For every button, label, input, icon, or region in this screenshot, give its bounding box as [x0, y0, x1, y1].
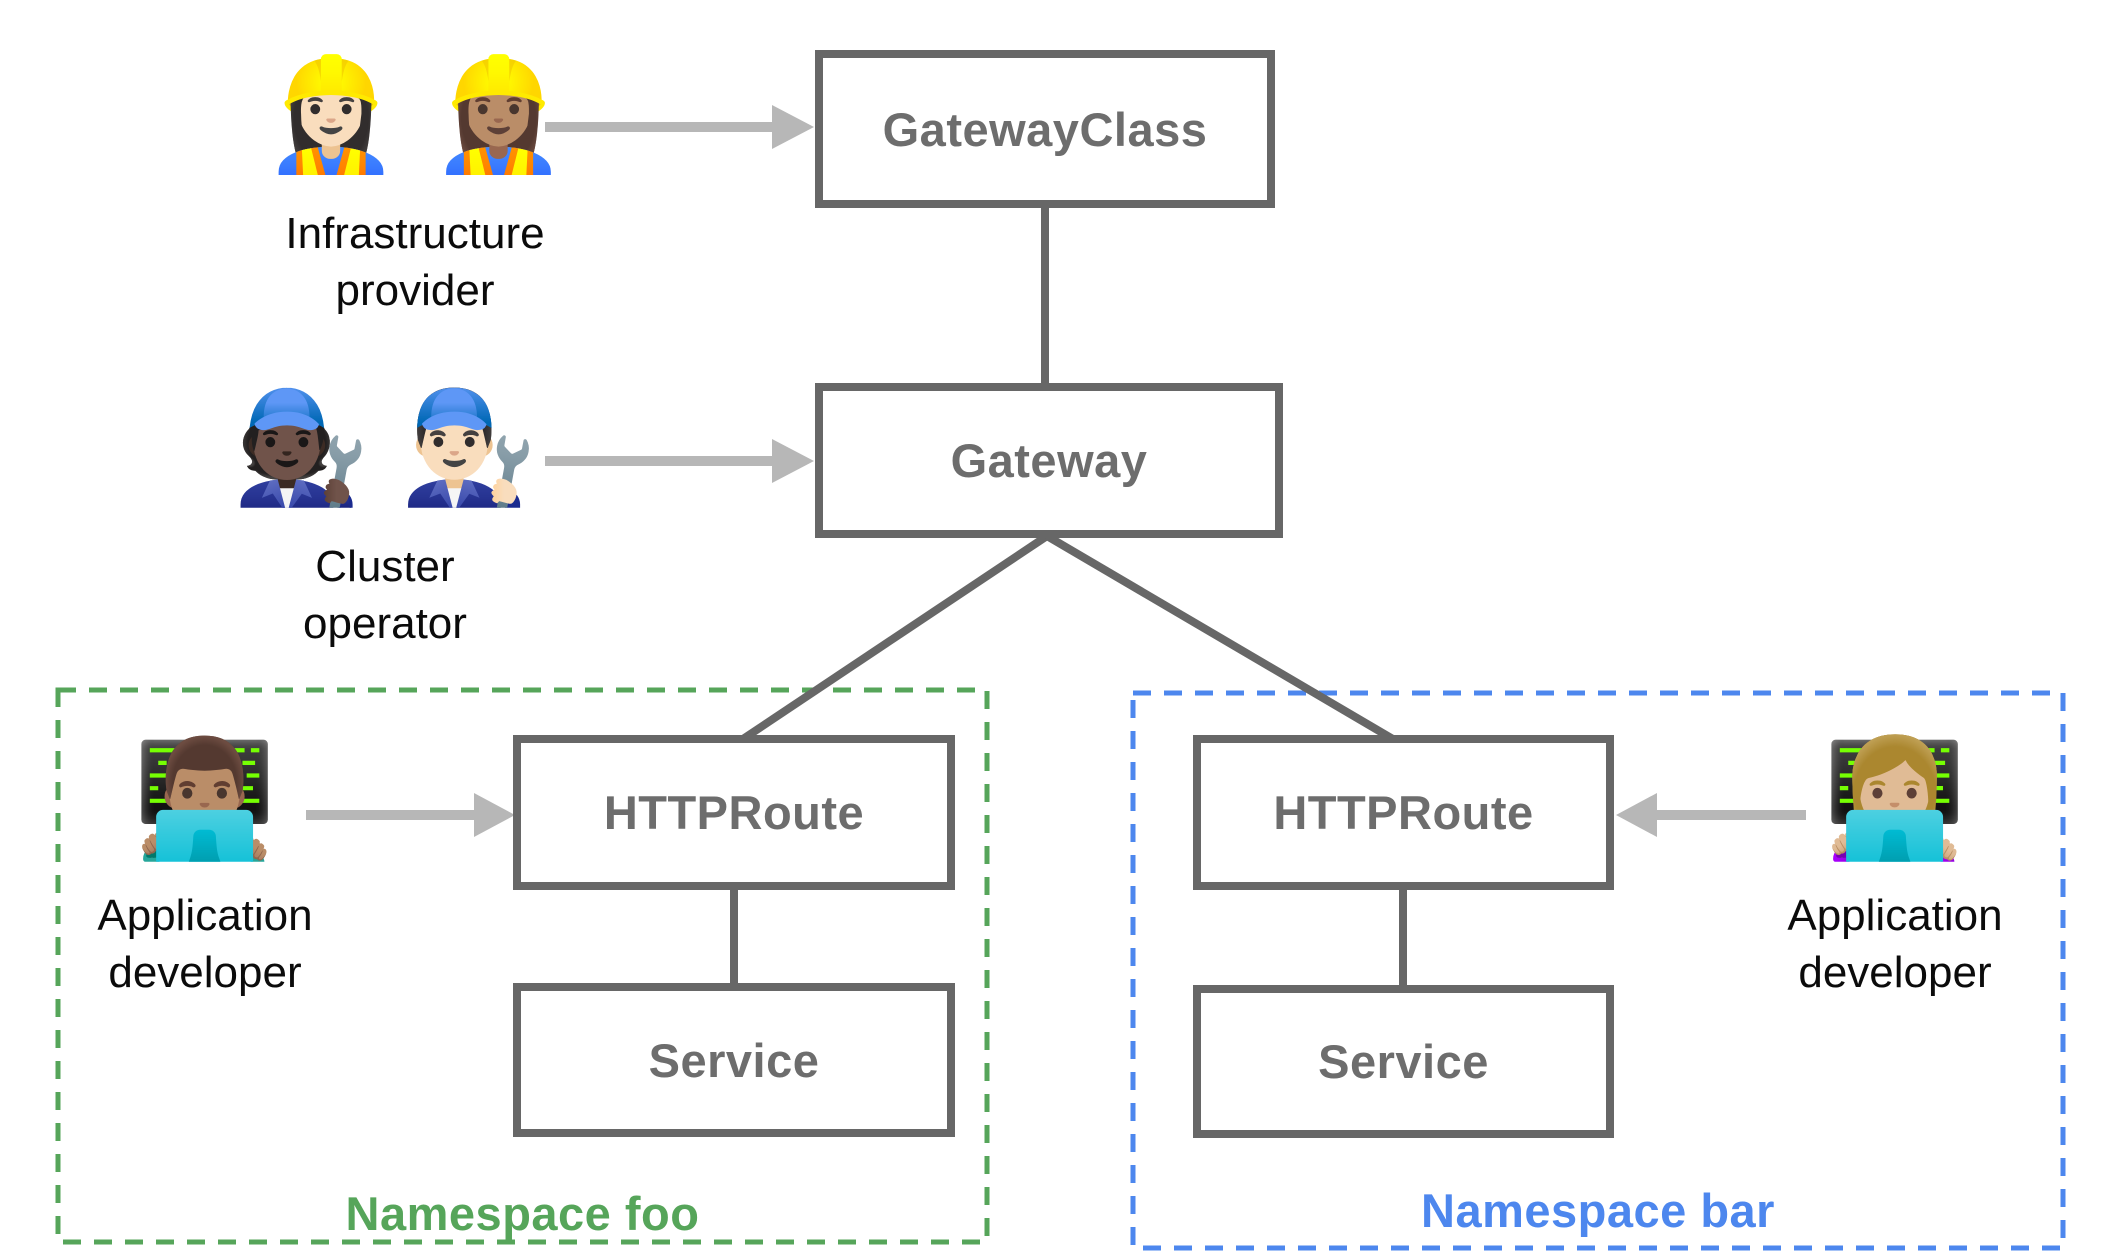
- edge-gateway-httproute-bar: [1044, 532, 1406, 749]
- service-foo-label: Service: [648, 1033, 820, 1087]
- app-developer-foo-label: Application developer: [97, 887, 312, 1001]
- cluster-operator-label: Cluster operator: [303, 538, 467, 652]
- gateway-node: Gateway: [815, 383, 1283, 538]
- namespace-foo-label: Namespace foo: [345, 1187, 700, 1240]
- infrastructure-provider-label-line1: Infrastructure: [285, 209, 545, 258]
- service-bar-node: Service: [1193, 985, 1614, 1138]
- gatewayclass-node: GatewayClass: [815, 50, 1275, 208]
- cluster-operator-label-line1: Cluster: [315, 542, 455, 591]
- service-foo-node: Service: [513, 983, 955, 1137]
- persona-cluster-operator: 🧑🏿‍🔧 👨🏻‍🔧 Cluster operator: [135, 378, 635, 652]
- persona-infrastructure-provider: 👷🏻‍♀️ 👷🏽‍♀️ Infrastructure provider: [165, 45, 665, 319]
- persona-arrows: [306, 105, 1806, 837]
- httproute-foo-label: HTTPRoute: [603, 786, 865, 839]
- cluster-operator-label-line2: operator: [303, 599, 467, 649]
- arrow-app-developer-to-httproute-foo: [306, 793, 515, 837]
- man-technologist-icon: 👨🏽‍💻: [133, 735, 277, 863]
- gatewayclass-label: GatewayClass: [882, 102, 1208, 156]
- app-developer-foo-label-line1: Application: [97, 891, 313, 940]
- app-developer-bar-label: Application developer: [1787, 887, 2002, 1001]
- woman-technologist-icon: 👩🏼‍💻: [1823, 735, 1967, 863]
- httproute-foo-node: HTTPRoute: [513, 735, 955, 890]
- hierarchy-connectors: [730, 205, 1407, 990]
- persona-app-developer-bar: 👩🏼‍💻 Application developer: [1715, 732, 2075, 1001]
- service-bar-label: Service: [1318, 1035, 1489, 1088]
- infrastructure-provider-label: Infrastructure provider: [285, 205, 544, 319]
- httproute-bar-node: HTTPRoute: [1193, 735, 1614, 890]
- httproute-bar-label: HTTPRoute: [1273, 786, 1534, 839]
- namespace-bar-boundary: [1130, 690, 2066, 1251]
- namespace-bar-label: Namespace bar: [1421, 1184, 1775, 1237]
- arrow-app-developer-to-httproute-bar: [1616, 793, 1806, 837]
- infrastructure-provider-label-line2: provider: [335, 266, 495, 316]
- arrow-cluster-operator-to-gateway: [545, 439, 814, 483]
- arrow-infrastructure-provider-to-gatewayclass: [545, 105, 814, 149]
- edge-gateway-httproute-foo: [731, 532, 1050, 749]
- app-developer-foo-label-line2: developer: [108, 948, 302, 998]
- app-developer-bar-label-line2: developer: [1798, 948, 1992, 998]
- app-developer-bar-label-line1: Application: [1787, 891, 2003, 940]
- persona-app-developer-foo: 👨🏽‍💻 Application developer: [25, 732, 385, 1001]
- gateway-label: Gateway: [950, 434, 1148, 487]
- mechanics-icon: 🧑🏿‍🔧 👨🏻‍🔧: [232, 386, 538, 509]
- construction-workers-icon: 👷🏻‍♀️ 👷🏽‍♀️: [262, 53, 568, 176]
